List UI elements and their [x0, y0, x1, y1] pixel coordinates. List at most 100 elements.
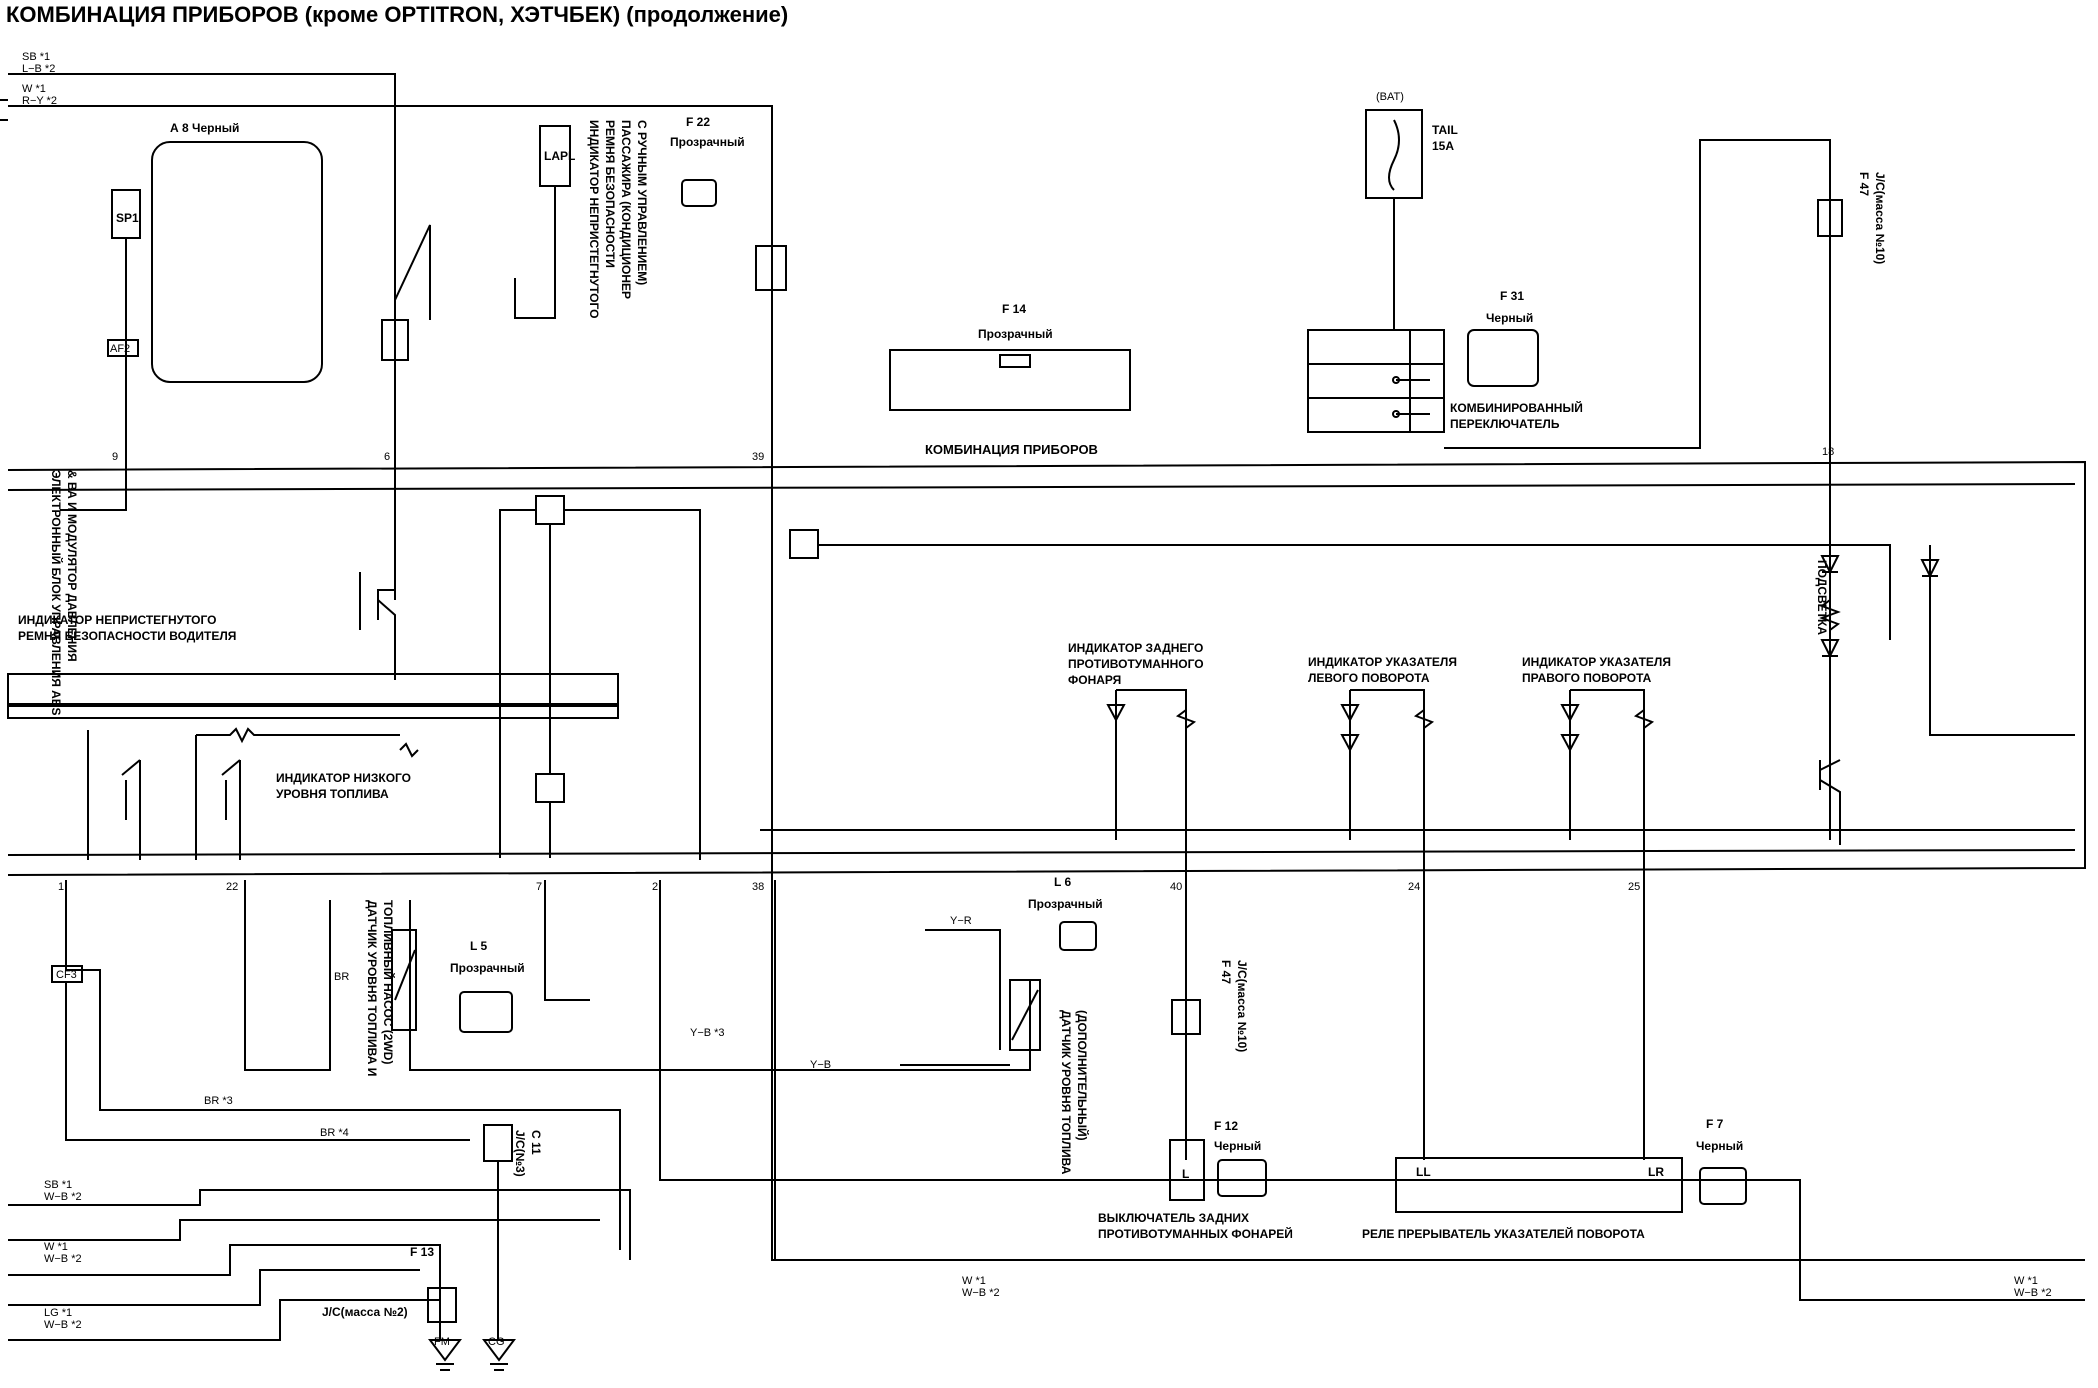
fuse-label: TAIL: [1432, 123, 1458, 137]
fuel-sender: [391, 929, 417, 1031]
lapl-label: LAPL: [544, 149, 575, 163]
pin-label: 24: [1408, 881, 1420, 893]
meter-inner-bar: [7, 673, 619, 705]
passenger-belt-label-4: С РУЧНЫМ УПРАВЛЕНИЕМ): [635, 120, 649, 285]
comb-switch-label: КОМБИНИРОВАННЫЙ: [1450, 400, 1583, 415]
wire-label: W *1: [2014, 1275, 2038, 1287]
f14-color: Прозрачный: [978, 327, 1053, 341]
meter-outline: [7, 460, 2086, 876]
meter-node-3: [535, 773, 565, 803]
f13-jc: J/C(масса №2): [322, 1305, 408, 1319]
right-turn-label: ИНДИКАТОР УКАЗАТЕЛЯ: [1522, 655, 1671, 669]
f12-color: Черный: [1214, 1139, 1261, 1153]
f7-label: F 7: [1706, 1117, 1724, 1131]
fog-switch-terminal: L: [1182, 1167, 1189, 1181]
abs-ecu-label: ЭЛЕКТРОННЫЙ БЛОК УПРАВЛЕНИЯ ABS: [49, 470, 64, 716]
l5-color: Прозрачный: [450, 961, 525, 975]
f47-upper-label: F 47: [1857, 172, 1871, 196]
illumination-label: ПОДСВЕТКА: [1815, 560, 1829, 635]
f31-color: Черный: [1486, 311, 1533, 325]
f47-lower-label: F 47: [1219, 960, 1233, 984]
fuel-sub-sender: [1009, 979, 1041, 1051]
rear-fog-label-2: ПРОТИВОТУМАННОГО: [1068, 657, 1204, 671]
fuse-rating: 15A: [1432, 139, 1454, 153]
wire-label: W−B *2: [2014, 1287, 2052, 1299]
c11-label: C 11: [529, 1130, 543, 1155]
low-fuel-label: ИНДИКАТОР НИЗКОГО: [276, 771, 411, 785]
tail-fuse: [1365, 109, 1423, 199]
pin-label: 40: [1170, 881, 1182, 893]
page-title: КОМБИНАЦИЯ ПРИБОРОВ (кроме OPTITRON, ХЭТ…: [6, 2, 789, 27]
af2-connector: [107, 339, 139, 357]
wire-label: Y−R: [950, 915, 972, 927]
passenger-belt-label-3: ПАССАЖИРА (КОНДИЦИОНЕР: [619, 120, 633, 299]
wire-label: LG *1: [44, 1307, 72, 1319]
wire-label: SB *1: [22, 51, 50, 63]
pin-label: 6: [384, 451, 390, 463]
wire-label: SB *1: [44, 1179, 72, 1191]
wire-label: L−B *2: [22, 63, 55, 75]
f14-label: F 14: [1002, 302, 1026, 316]
l6-label: L 6: [1054, 875, 1071, 889]
fm-label: FM: [434, 1336, 450, 1348]
pin-label: 9: [112, 451, 118, 463]
abs-ecu-connector: [151, 141, 323, 383]
passenger-belt-label-2: РЕМНЯ БЕЗОПАСНОСТИ: [603, 120, 617, 268]
flasher-label: РЕЛЕ ПРЕРЫВАТЕЛЬ УКАЗАТЕЛЕЙ ПОВОРОТА: [1362, 1226, 1645, 1241]
wire-label: W−B *2: [44, 1319, 82, 1331]
jc-mass2: [427, 1287, 457, 1323]
wire-label: W−B *2: [44, 1191, 82, 1203]
fuel-sub-label: ДАТЧИК УРОВНЯ ТОПЛИВА: [1059, 1010, 1073, 1175]
rear-fog-label: ИНДИКАТОР ЗАДНЕГО: [1068, 641, 1203, 655]
wire-label: W *1: [44, 1241, 68, 1253]
fuel-sender-label-2: ТОПЛИВНЫЙ НАСОС (2WD): [381, 900, 396, 1064]
wire-label: R−Y *2: [22, 95, 57, 107]
cf3-label: CF3: [56, 969, 77, 981]
sp1-label: SP1: [116, 211, 139, 225]
right-turn-label-2: ПРАВОГО ПОВОРОТА: [1522, 671, 1652, 685]
fog-switch-label-2: ПРОТИВОТУМАННЫХ ФОНАРЕЙ: [1098, 1226, 1293, 1241]
fog-switch-label: ВЫКЛЮЧАТЕЛЬ ЗАДНИХ: [1098, 1211, 1249, 1225]
f22-color: Прозрачный: [670, 135, 745, 149]
left-turn-label-2: ЛЕВОГО ПОВОРОТА: [1308, 671, 1430, 685]
l6-color: Прозрачный: [1028, 897, 1103, 911]
f7-color: Черный: [1696, 1139, 1743, 1153]
low-fuel-label-2: УРОВНЯ ТОПЛИВА: [276, 787, 389, 801]
pin-label: 38: [752, 881, 764, 893]
lr-label: LR: [1648, 1165, 1664, 1179]
f22-label: F 22: [686, 115, 710, 129]
abs-ecu-label-2: & ВА И МОДУЛЯТОР ДАВЛЕНИЯ: [65, 470, 79, 662]
pin-label: 22: [226, 881, 238, 893]
jc3-connector: [483, 1124, 513, 1162]
meter-node-1: [535, 495, 565, 525]
driver-belt-label: ИНДИКАТОР НЕПРИСТЕГНУТОГО: [18, 613, 216, 627]
f14-connector: [889, 349, 1131, 411]
af2-label: AF2: [110, 343, 130, 355]
meter-label: КОМБИНАЦИЯ ПРИБОРОВ: [925, 442, 1098, 457]
wire-label: W−B *2: [962, 1287, 1000, 1299]
wire-label: Y−B: [810, 1059, 831, 1071]
rear-fog-switch: [1169, 1139, 1205, 1201]
l5-label: L 5: [470, 939, 487, 953]
pin-label: 18: [1822, 446, 1834, 458]
pin-label: 39: [752, 451, 764, 463]
f13-label: F 13: [410, 1245, 434, 1259]
wire-label: BR *3: [204, 1095, 233, 1107]
f47-upper-jc: J/C(масса №10): [1873, 172, 1887, 264]
wire-label: W *1: [962, 1275, 986, 1287]
wire-label: Y−B *3: [690, 1027, 725, 1039]
f31-label: F 31: [1500, 289, 1524, 303]
wire-label: W−B *2: [44, 1253, 82, 1265]
fuel-sub-label-2: (ДОПОЛНИТЕЛЬНЫЙ): [1075, 1010, 1090, 1141]
pin-label: 25: [1628, 881, 1640, 893]
bat-label: (BAT): [1376, 91, 1404, 103]
ll-label: LL: [1416, 1165, 1431, 1179]
f12-label: F 12: [1214, 1119, 1238, 1133]
pin-label: 1: [58, 881, 64, 893]
f47-lower-jc: J/C(масса №10): [1235, 960, 1249, 1052]
wire-label: BR *4: [320, 1127, 349, 1139]
turn-flasher-relay: [1395, 1157, 1683, 1213]
cg-label: CG: [488, 1336, 505, 1348]
combination-switch: [1307, 329, 1445, 433]
